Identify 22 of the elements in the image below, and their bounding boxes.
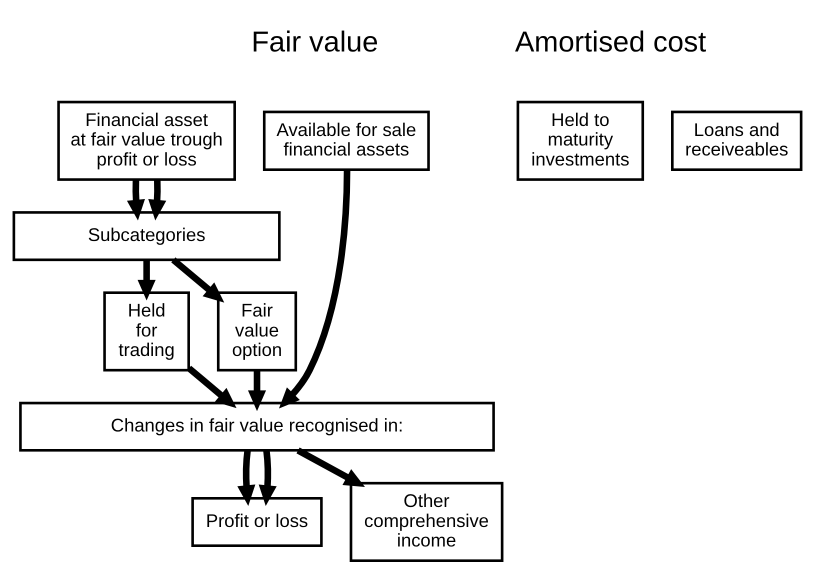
arrow xyxy=(186,366,237,408)
arrow xyxy=(237,450,256,506)
node-box: Held for trading xyxy=(103,291,190,372)
label: Amortised cost xyxy=(514,26,706,59)
node-box: Financial asset at fair value trough profit or loss xyxy=(57,100,236,181)
arrow xyxy=(171,257,224,303)
arrow xyxy=(148,180,166,220)
arrow xyxy=(138,260,156,301)
node-box: Fair value option xyxy=(216,291,298,372)
node-box: Other comprehensive income xyxy=(350,482,504,562)
arrow xyxy=(258,450,277,506)
node-box: Held to maturity investments xyxy=(516,100,644,181)
arrow xyxy=(126,180,145,220)
arrow xyxy=(296,448,365,487)
arrow xyxy=(248,370,266,412)
node-box: Profit or loss xyxy=(191,497,323,547)
arrow xyxy=(278,170,350,408)
node-box: Changes in fair value recognised in: xyxy=(19,402,495,452)
node-box: Subcategories xyxy=(12,211,281,262)
node-box: Available for sale financial assets xyxy=(262,110,430,172)
label: Fair value xyxy=(251,26,378,59)
node-box: Loans and receiveables xyxy=(671,110,802,172)
